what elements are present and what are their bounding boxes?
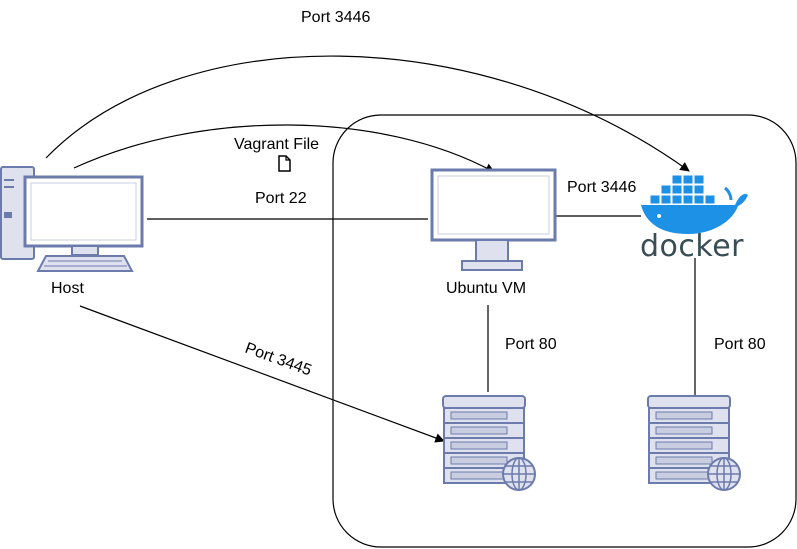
edge-host-vm-vagrant [73, 124, 495, 173]
desktop-computer-icon [0, 166, 144, 272]
port-3445-label: Port 3445 [243, 340, 314, 380]
docker-web-server-icon [647, 395, 741, 491]
host-label: Host [51, 280, 84, 297]
docker-whale-icon [641, 174, 748, 234]
docker-wordmark: docker [640, 229, 744, 264]
edge-host-docker [45, 55, 690, 172]
port-80-docker-label: Port 80 [714, 336, 766, 353]
vm-boundary [332, 114, 797, 548]
vm-label: Ubuntu VM [446, 280, 526, 297]
port-80-vm-label: Port 80 [505, 336, 557, 353]
port-3446-top-label: Port 3446 [301, 9, 370, 26]
monitor-icon [430, 168, 557, 271]
port-22-label: Port 22 [255, 190, 307, 207]
file-icon [278, 155, 291, 172]
vagrant-file-label: Vagrant File [234, 136, 319, 153]
port-3446-vm-docker-label: Port 3446 [567, 179, 636, 196]
edge-host-server [79, 305, 445, 443]
vm-web-server-icon [442, 395, 536, 491]
